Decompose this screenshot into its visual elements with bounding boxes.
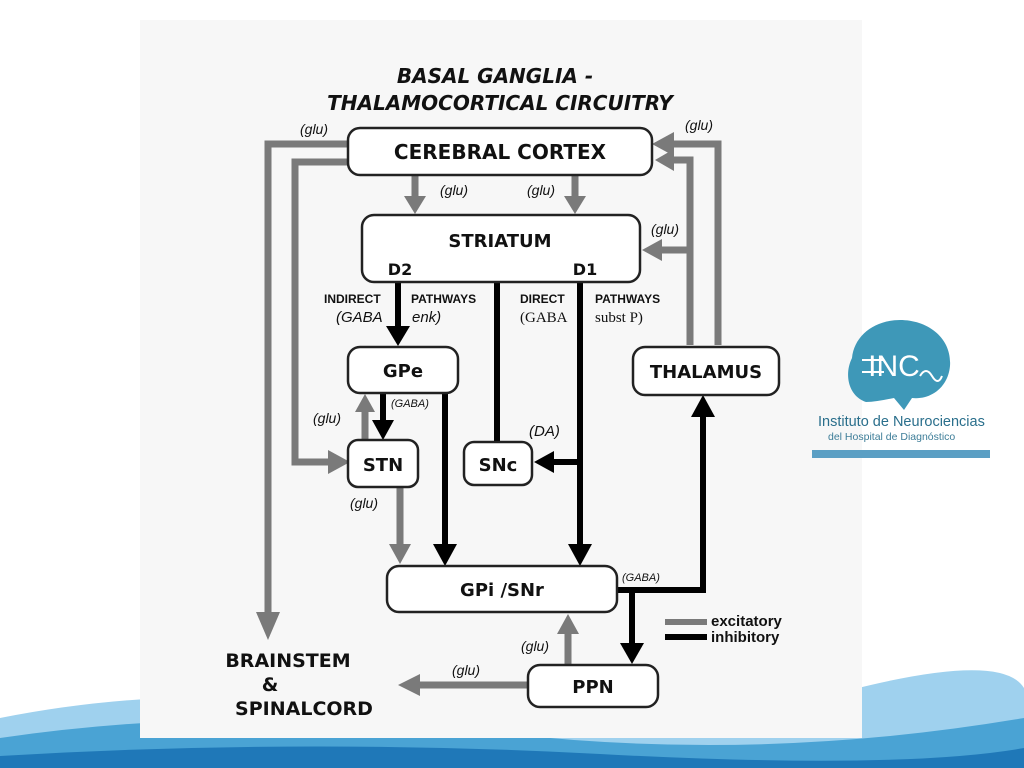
gpi-snr-box [385,564,619,614]
cortex-to-striatum-right-arrowhead [564,196,586,214]
title-line1: BASAL GANGLIA - [397,64,593,88]
d1-to-gpi-arrowhead [568,544,592,566]
logo-underline-bar [812,450,990,458]
gaba-gpe-stn: (GABA) [391,398,429,410]
logo-mark-text: INC [868,350,920,383]
logo-hospital-name: del Hospital de Diagnóstico [828,431,956,443]
cerebral-cortex-label: CEREBRAL CORTEX [394,140,607,164]
d1-label: D1 [573,260,597,279]
legend-excitatory-label: excitatory [711,613,783,630]
direct-pathways-label: PATHWAYS [595,292,660,306]
gpi-to-thalamus-path [617,415,706,593]
logo-institute-name: Instituto de Neurociencias [818,414,985,430]
gpi-to-thalamus-arrowhead [691,395,715,417]
stn-to-gpi-arrowhead [389,544,411,564]
spinalcord-label: SPINALCORD [235,698,373,720]
snc-box [462,440,534,487]
brainstem-ampersand: & [262,674,279,696]
gaba-gpi: (GABA) [622,572,660,584]
indirect-label: INDIRECT [324,292,381,306]
ppn-label: PPN [572,677,613,698]
brainstem-label: BRAINSTEM [225,650,350,672]
thalamus-to-cortex-outer-path [672,140,722,345]
cortex-to-brainstem-path [264,140,348,615]
cortex-to-stn-arrowhead [328,450,350,474]
stn-box [346,438,420,489]
ppn-box [526,663,660,709]
indirect-gaba-label: (GABA [336,309,383,326]
thalamus-box [631,345,781,397]
glu-stn-gpe: (glu) [313,410,341,426]
cerebral-cortex-box [346,126,654,177]
d2-label: D2 [388,260,412,279]
direct-gaba-label: (GABA [520,310,568,326]
indirect-pathways-label: PATHWAYS [411,292,476,306]
gpe-box [346,345,460,395]
gpi-snr-label: GPi /SNr [460,580,544,601]
glu-stn-gpi: (glu) [350,495,378,511]
thalamus-to-cortex-inner-arrowhead [655,149,674,171]
inc-logo: INC Instituto de Neurociencias del Hospi… [812,316,990,462]
d1-to-snc-arrowhead [534,451,554,473]
gpe-to-gpi-arrowhead [433,544,457,566]
snc-label: SNc [479,455,518,476]
brain-logo-icon: INC [848,320,951,410]
stn-label: STN [363,455,403,476]
thalamus-to-cortex-outer-arrowhead [652,132,674,156]
glu-striatum-left: (glu) [440,182,468,198]
glu-ppn-gpi: (glu) [521,638,549,654]
d2-to-gpe-arrowhead [386,326,410,346]
thalamus-label: THALAMUS [650,362,762,383]
title-line2: THALAMOCORTICAL CIRCUITRY [327,91,675,115]
da-snc: (DA) [529,423,560,440]
gpe-to-stn-arrowhead [372,420,394,440]
gpi-to-ppn-arrowhead [620,643,644,664]
stn-to-gpe-arrowhead [355,394,375,412]
cortex-to-stn-path [291,158,348,466]
direct-label: DIRECT [520,292,565,306]
indirect-enk-label: enk) [412,309,441,326]
cortex-to-brainstem-arrowhead [256,612,280,640]
glu-striatum-right: (glu) [527,182,555,198]
cortex-to-striatum-left-arrowhead [404,196,426,214]
ppn-to-brainstem-arrowhead [398,674,420,696]
gpe-label: GPe [383,361,423,382]
thalamus-to-cortex-inner-path [672,156,694,345]
ppn-to-gpi-arrowhead [557,614,579,634]
legend-inhibitory-label: inhibitory [711,629,780,646]
glu-ppn-brainstem: (glu) [452,662,480,678]
glu-thalamus-striatum: (glu) [651,221,679,237]
glu-cortex-left: (glu) [300,121,328,137]
direct-subst-label: subst P) [595,310,643,326]
glu-cortex-right: (glu) [685,117,713,133]
striatum-box [360,213,642,284]
striatum-label: STRIATUM [448,231,551,252]
thalamus-to-striatum-arrowhead [642,239,662,261]
